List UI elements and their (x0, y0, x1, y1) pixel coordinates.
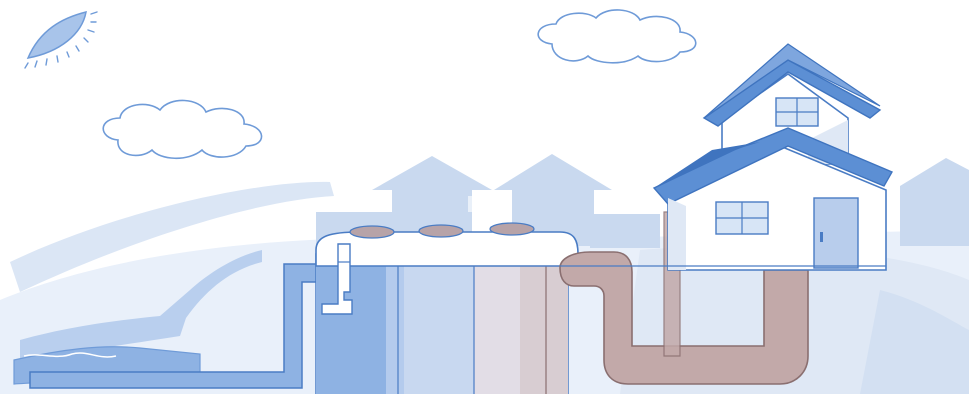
cloud-icon (103, 100, 261, 158)
tank-chamber-5 (520, 262, 568, 394)
sun-icon (25, 12, 97, 68)
tank-lid (490, 223, 534, 235)
cloud-icon (538, 10, 696, 63)
tank-chamber-3 (404, 262, 474, 394)
tank-chamber-4 (474, 262, 520, 394)
house-icon (654, 44, 892, 270)
door-handle-icon (820, 232, 823, 242)
distant-window (468, 196, 510, 212)
tank-lid (419, 225, 463, 237)
tank-chamber-2 (386, 262, 404, 394)
tank-chamber-1 (316, 262, 386, 394)
septic-tank (316, 223, 578, 394)
tank-lid (350, 226, 394, 238)
